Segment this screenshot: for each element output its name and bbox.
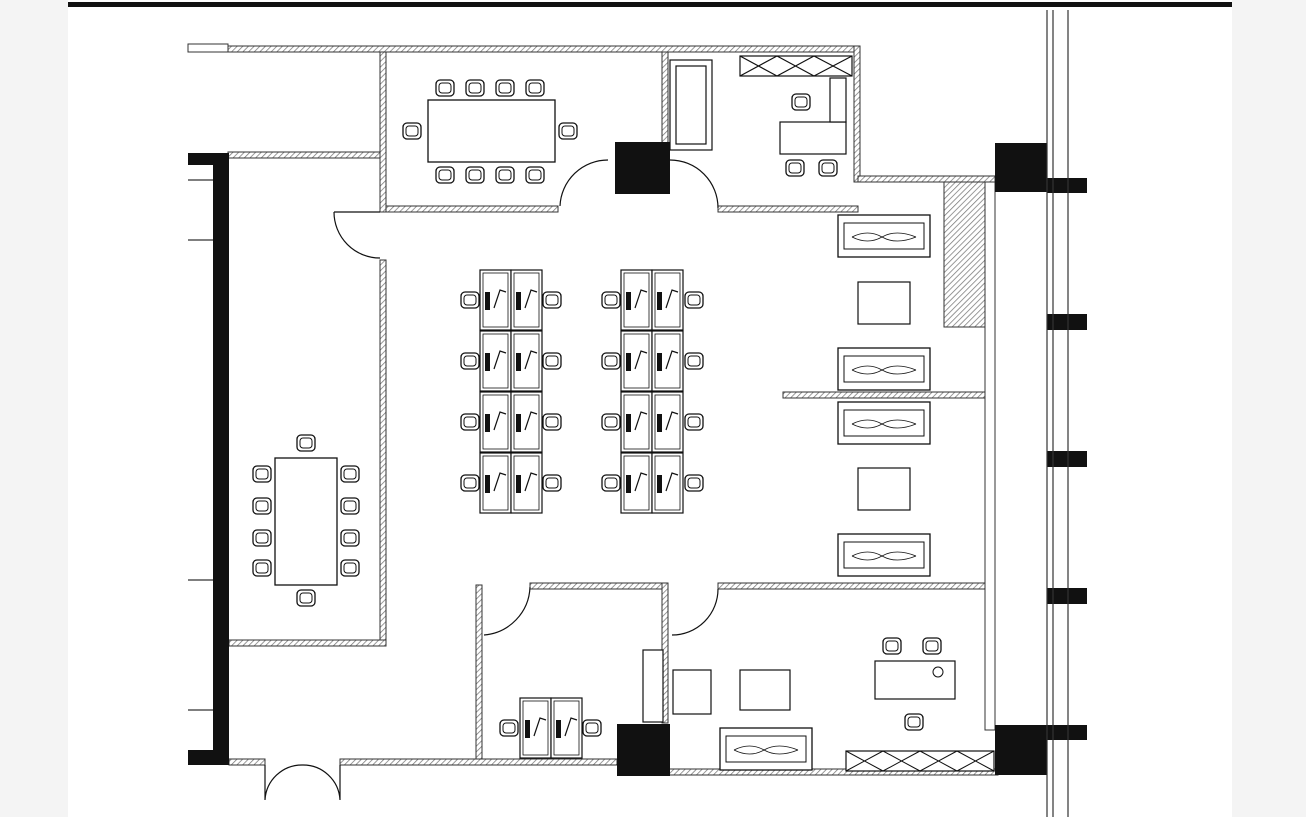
lounge-areas: [837, 214, 931, 577]
walls: [187, 43, 999, 776]
meeting-table-left: [252, 434, 360, 607]
meeting-table-top: [402, 79, 578, 184]
small-office-bottom: [499, 649, 664, 759]
doors: [264, 159, 719, 801]
office-top-right: [669, 55, 853, 177]
office-bottom-right: [672, 637, 995, 772]
workstation-cluster-right: [601, 269, 704, 514]
structural-columns: [188, 142, 1087, 776]
top-border: [68, 2, 1232, 7]
window-facade: [188, 10, 1069, 817]
workstation-cluster-left: [460, 269, 562, 514]
